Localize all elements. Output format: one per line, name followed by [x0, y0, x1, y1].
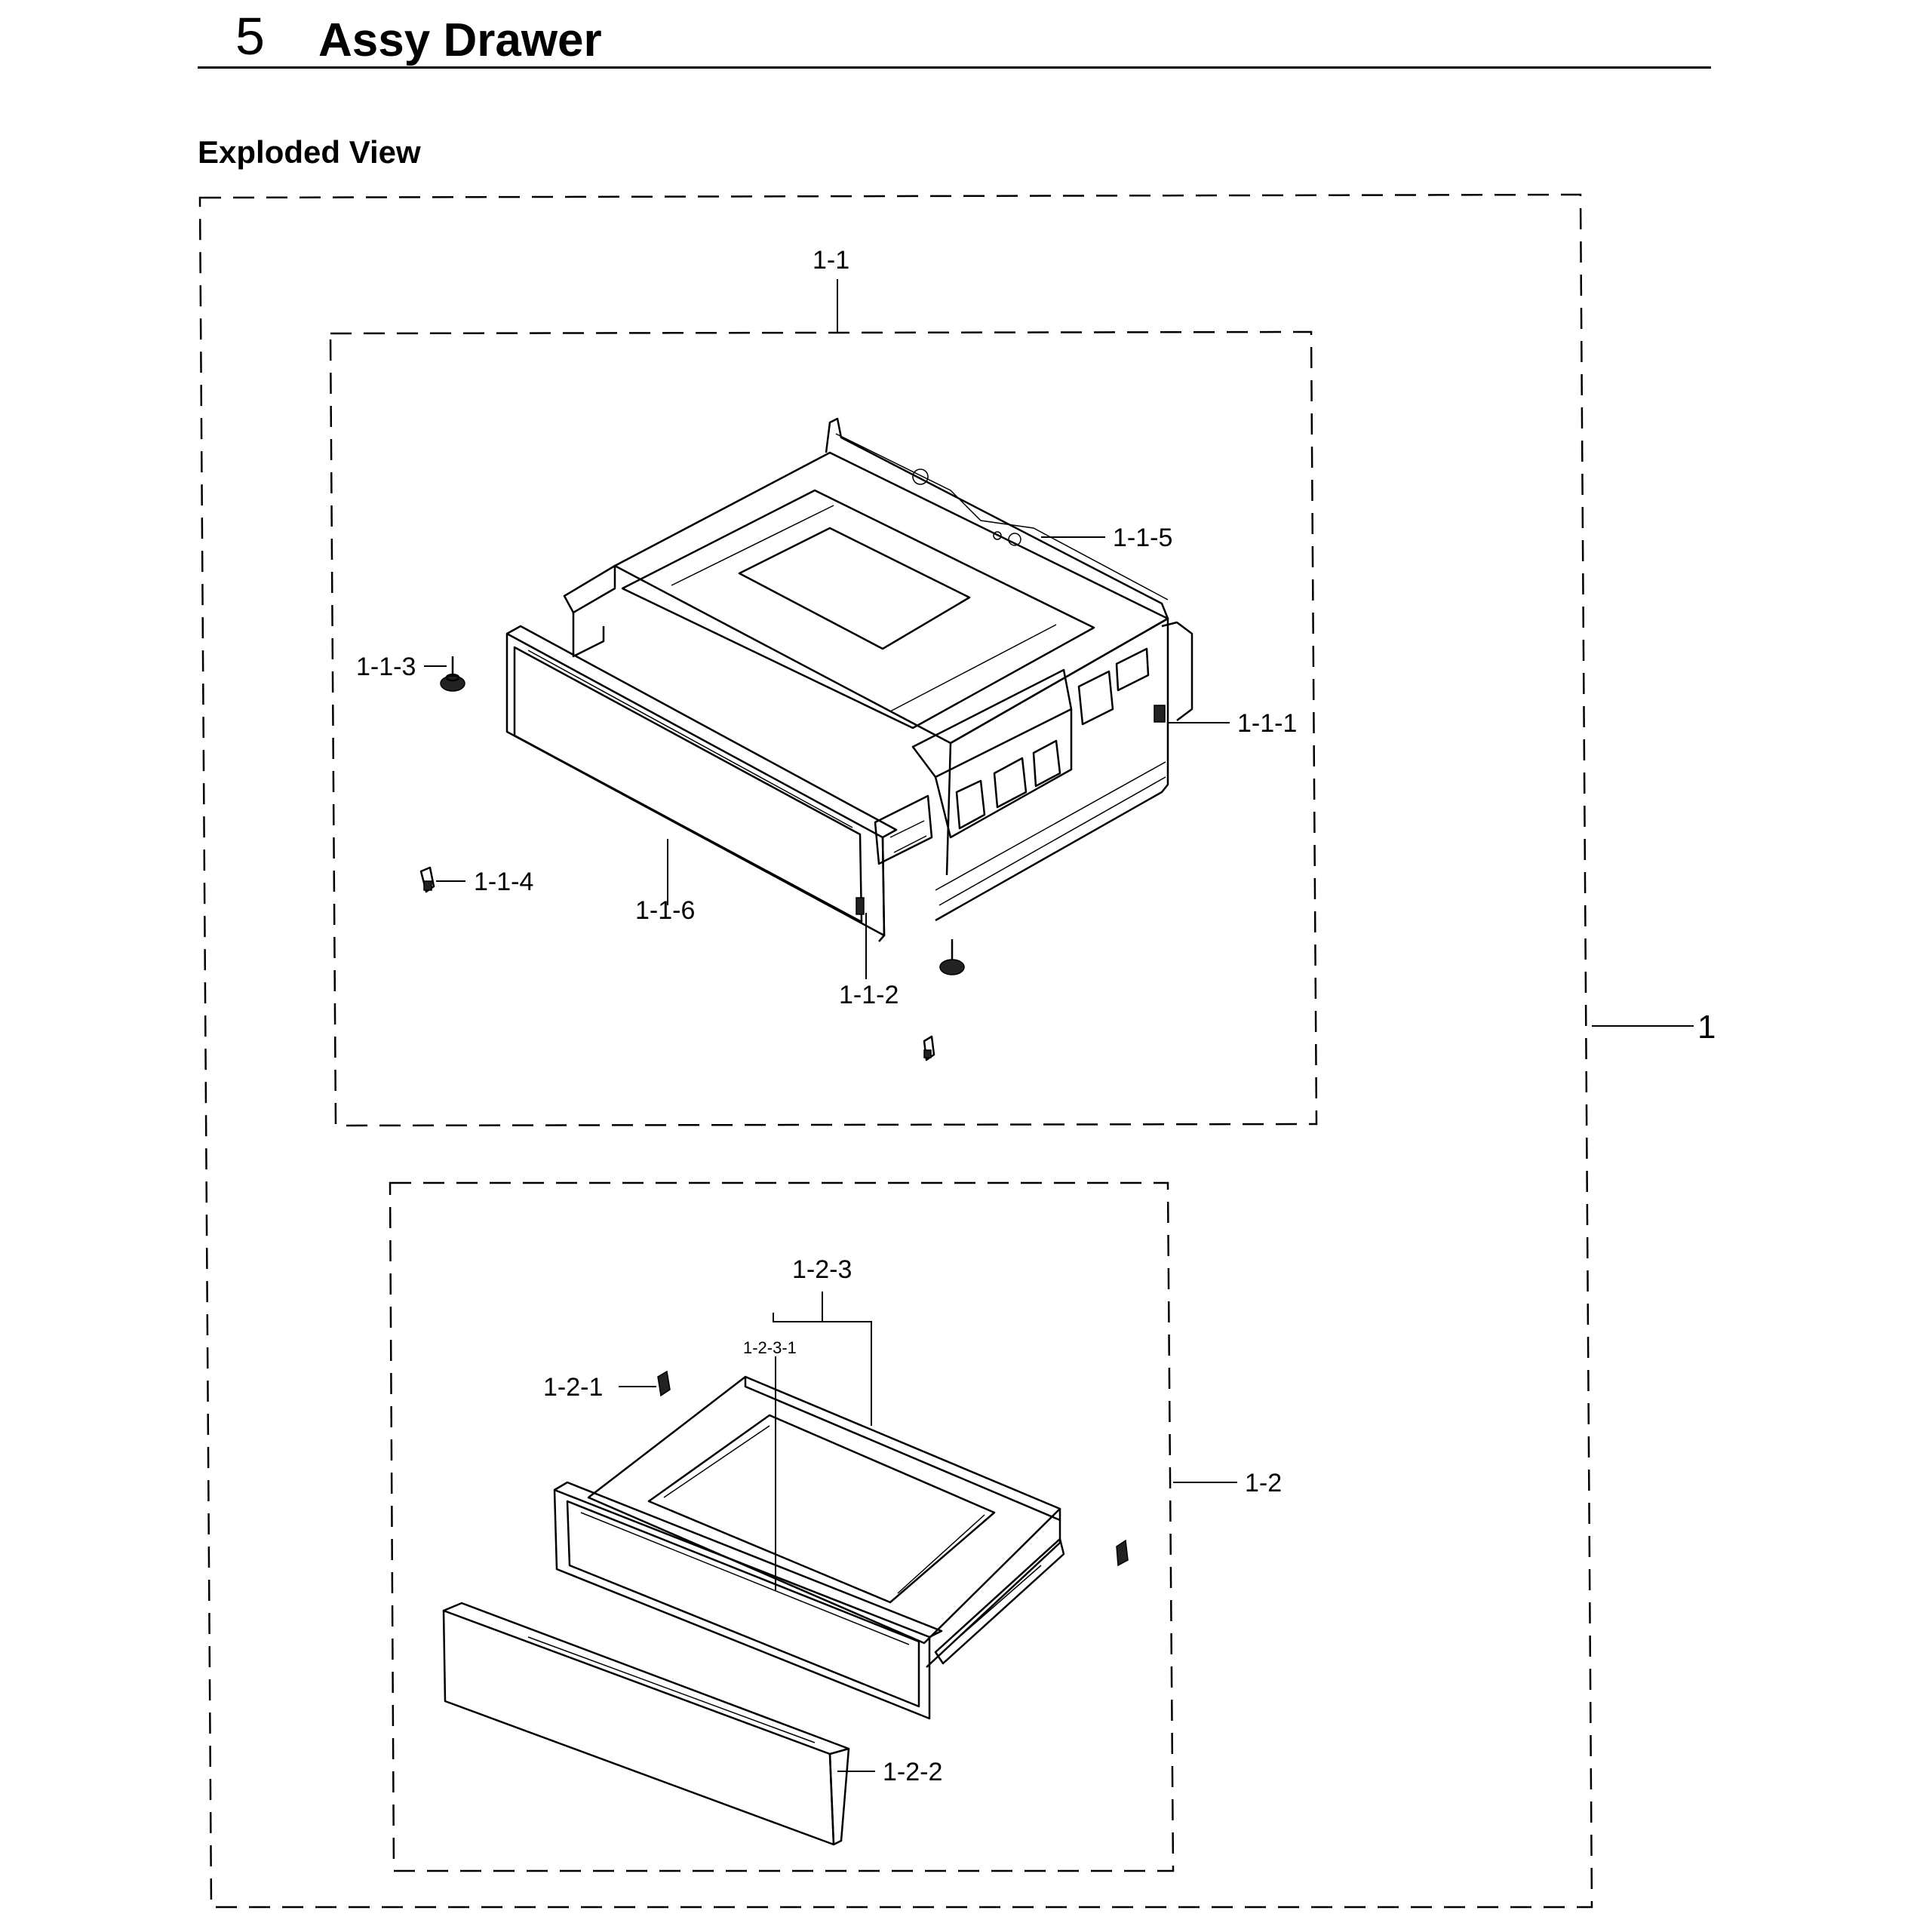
label-1-2-3: 1-2-3: [792, 1255, 852, 1284]
label-1: 1: [1697, 1009, 1716, 1046]
drawer-drawing: [442, 1370, 1129, 1846]
clip-1-1-4: [419, 866, 435, 893]
cabinet-group-frame: [329, 330, 1318, 1127]
section-number: 5: [235, 7, 265, 66]
label-1-2-1: 1-2-1: [543, 1373, 603, 1402]
clip-bottom: [923, 1035, 935, 1061]
label-1-2-3-1: 1-2-3-1: [743, 1338, 797, 1357]
leveling-foot-right: [939, 939, 965, 975]
label-1-1-4: 1-1-4: [474, 868, 533, 896]
label-1-1: 1-1: [813, 246, 849, 275]
exploded-view-subtitle: Exploded View: [198, 134, 421, 170]
assembly-frame: [198, 193, 1593, 1909]
label-1-1-5: 1-1-5: [1113, 524, 1172, 552]
section-title: Assy Drawer: [318, 14, 602, 66]
label-1-1-2: 1-1-2: [839, 981, 899, 1009]
label-1-1-1: 1-1-1: [1237, 709, 1297, 738]
leader-lines: [424, 279, 1694, 1772]
cabinet-drawing: [505, 417, 1193, 942]
drawer-group-frame: [389, 1181, 1175, 1872]
leveling-foot-left: [440, 656, 465, 692]
label-1-1-6: 1-1-6: [635, 896, 695, 925]
label-1-2: 1-2: [1245, 1469, 1282, 1497]
section-header: 5 Assy Drawer: [198, 6, 1711, 69]
label-1-1-3: 1-1-3: [356, 653, 416, 681]
label-1-2-2: 1-2-2: [883, 1758, 942, 1786]
